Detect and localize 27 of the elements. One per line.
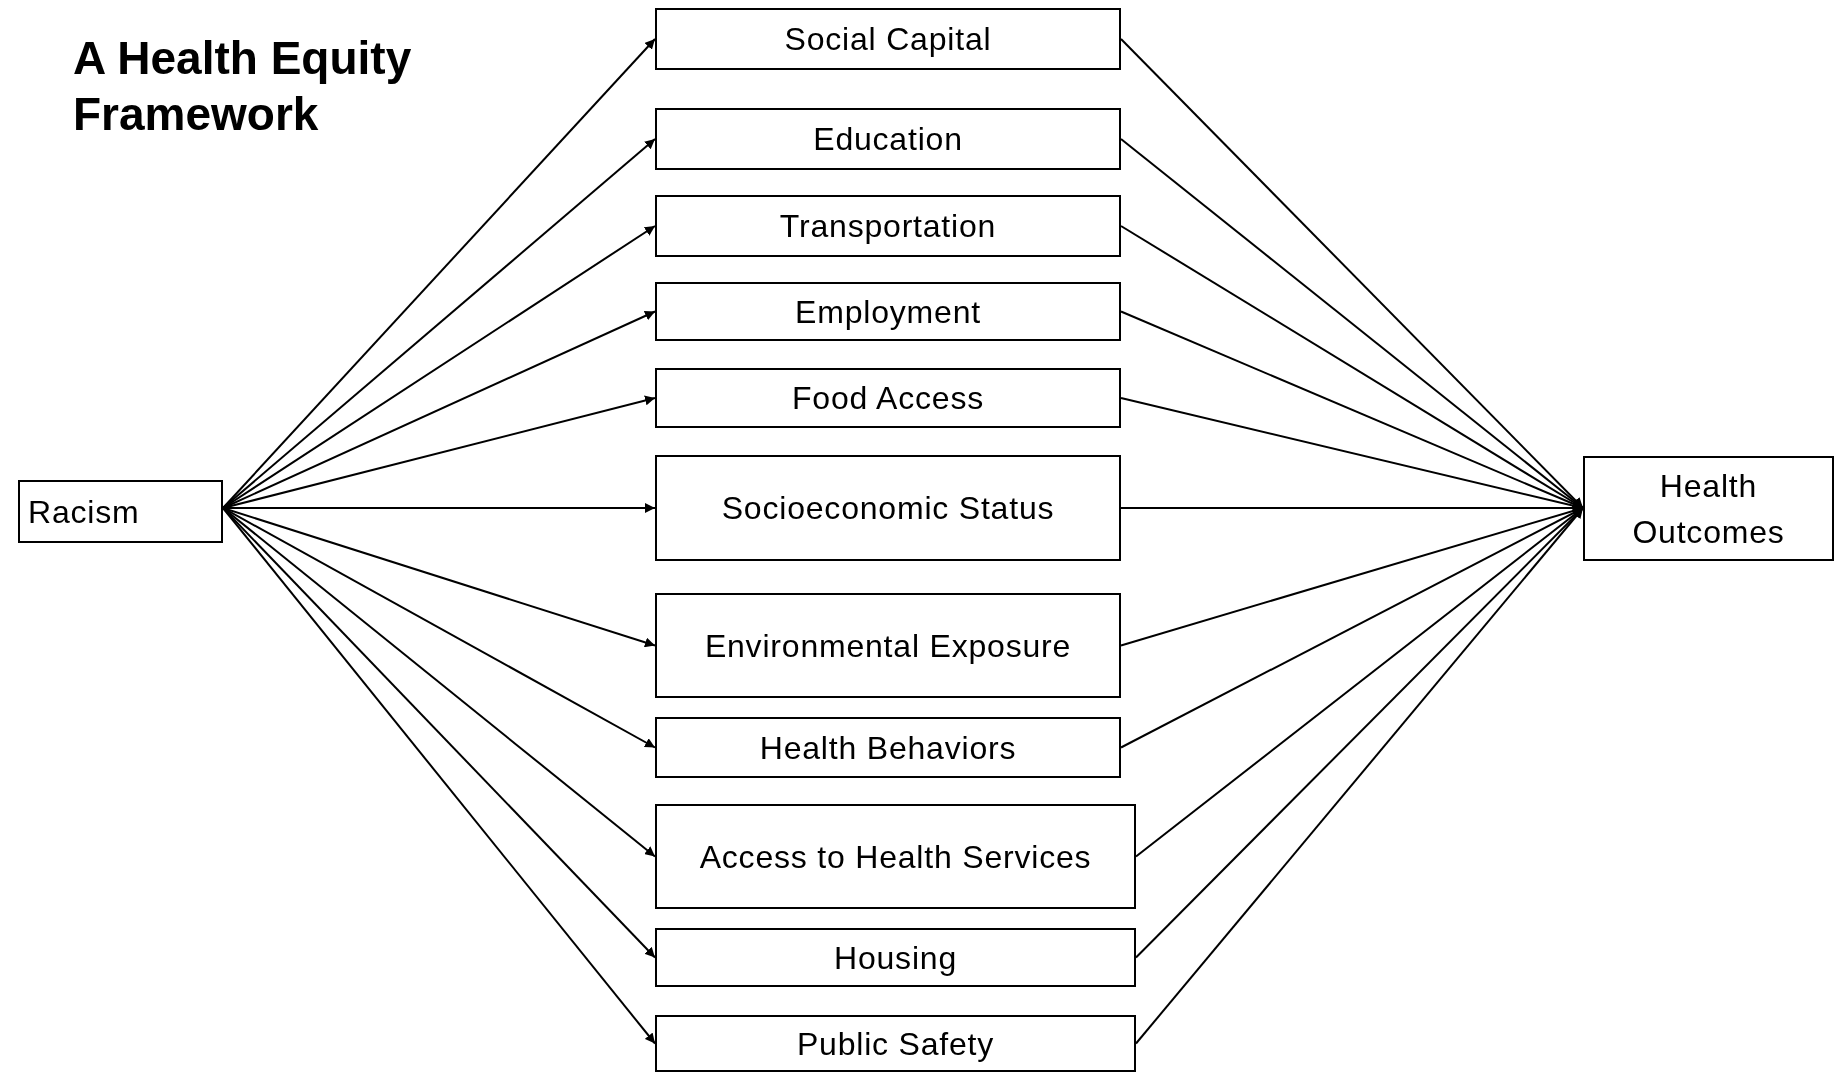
box-label: Employment [795, 292, 981, 332]
process-box [655, 593, 1121, 698]
process-box [655, 108, 1121, 170]
box-label: Housing [834, 938, 957, 978]
process-box [655, 804, 1136, 909]
process-box [1583, 456, 1834, 561]
box-label: Health Outcomes [1631, 466, 1786, 552]
box-label: Environmental Exposure [704, 626, 1072, 666]
box-label: Social Capital [784, 20, 992, 59]
box-label: Public Safety [796, 1024, 995, 1064]
process-box [655, 8, 1121, 70]
title: A Health Equity Framework [73, 31, 413, 142]
process-box [18, 480, 223, 543]
box-label: Food Access [792, 379, 984, 418]
process-box [655, 1015, 1136, 1072]
box-label: Socioeconomic Status [721, 489, 1055, 528]
process-box [655, 282, 1121, 341]
box-label: Health Behaviors [759, 728, 1017, 768]
process-box [655, 455, 1121, 561]
process-box [655, 717, 1121, 778]
process-box [655, 195, 1121, 257]
box-label: Transportation [779, 207, 997, 246]
process-box [655, 928, 1136, 987]
box-label: Access to Health Services [699, 837, 1092, 877]
box-label: Racism [28, 492, 140, 532]
box-label: Education [813, 120, 963, 159]
process-box [655, 368, 1121, 428]
